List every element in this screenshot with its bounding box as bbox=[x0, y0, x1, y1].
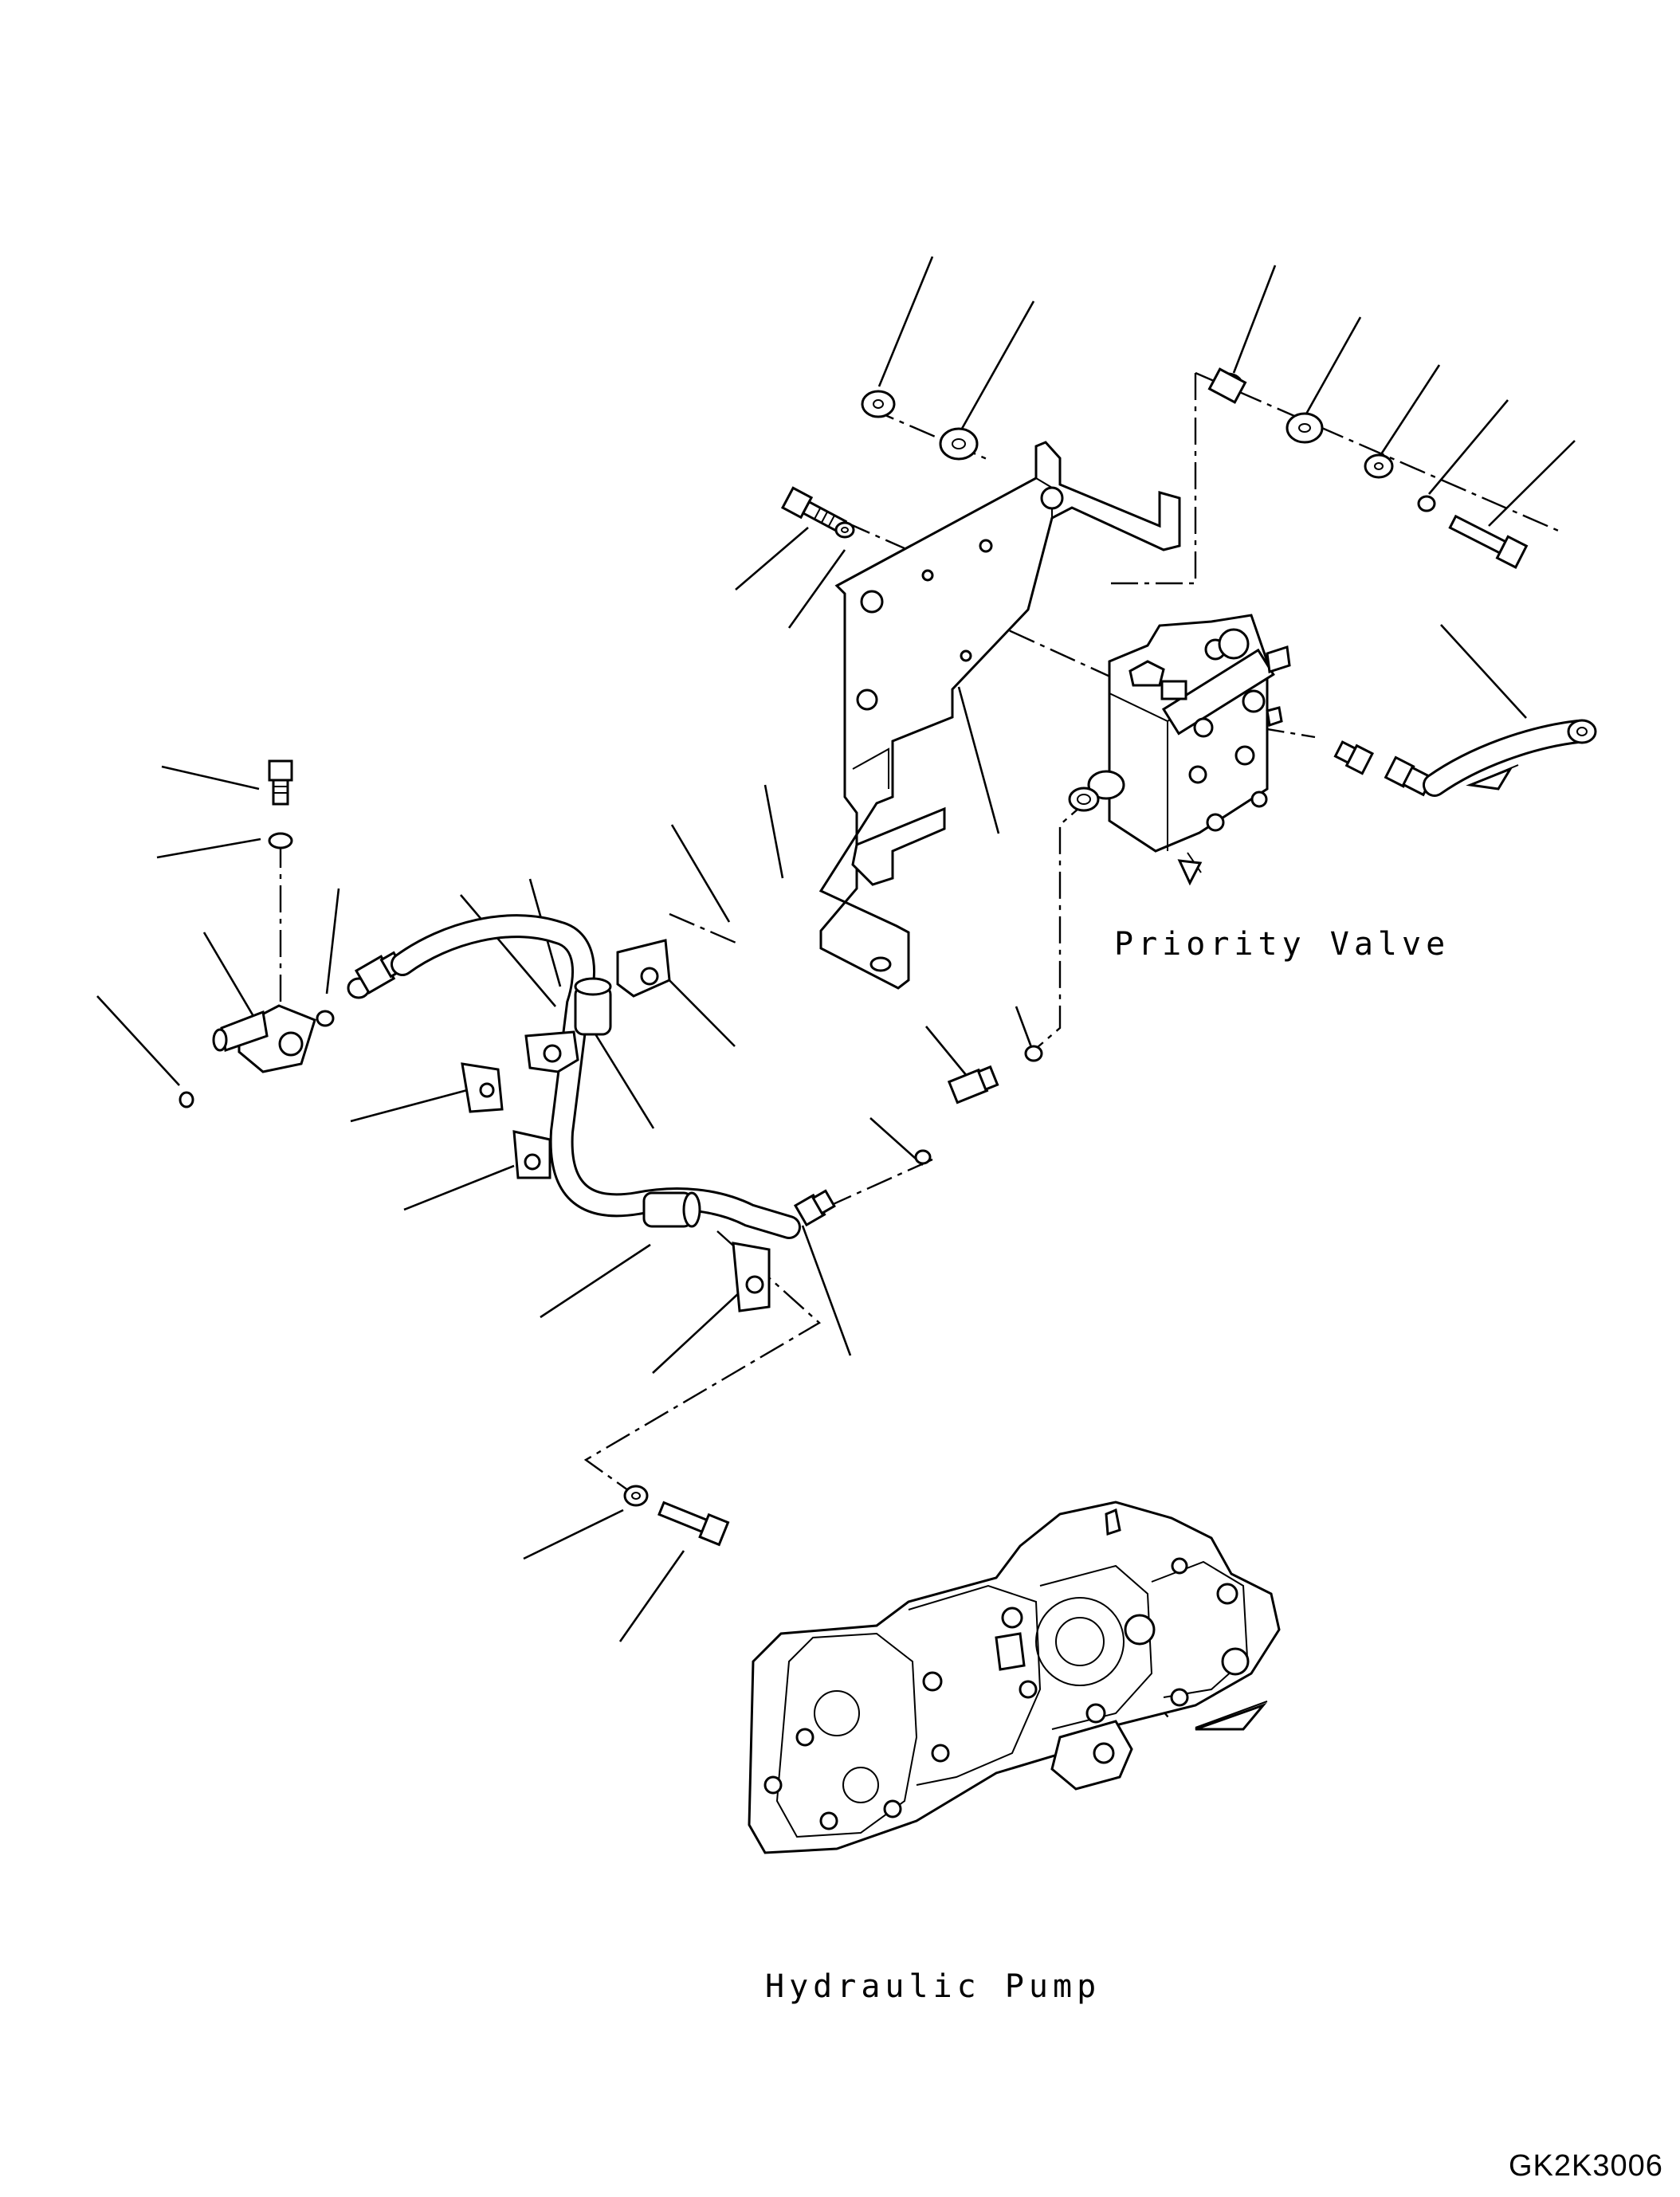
tee-fitting bbox=[179, 759, 335, 1108]
priority-valve-label: Priority Valve bbox=[1114, 926, 1450, 963]
lower-fasteners bbox=[623, 1485, 730, 1547]
drawing-code: GK2K3006 bbox=[1509, 2149, 1663, 2183]
mounting-bracket bbox=[818, 441, 1181, 990]
valve-hose bbox=[1333, 719, 1597, 797]
priority-valve-block bbox=[1068, 614, 1291, 886]
valve-port-plug bbox=[914, 1045, 1043, 1165]
leader-lines bbox=[96, 256, 1576, 1642]
hydraulic-pump bbox=[748, 1501, 1281, 1854]
hose-clamps bbox=[461, 939, 771, 1312]
main-hose-assembly bbox=[347, 914, 836, 1239]
hydraulic-pump-label: Hydraulic Pump bbox=[765, 1968, 1101, 2005]
bracket-fasteners bbox=[780, 367, 1529, 569]
